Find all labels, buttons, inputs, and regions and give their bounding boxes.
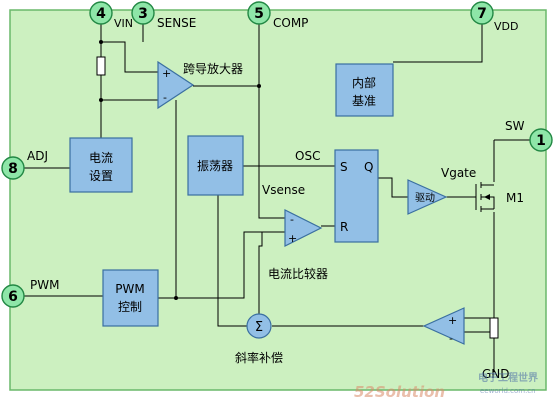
pin-8-number: 8: [8, 161, 18, 177]
transconductance-amplifier: + -: [157, 60, 195, 110]
pin-1: [529, 128, 553, 152]
pin-6: [1, 284, 25, 308]
current-comparator-label: 电流比较器: [268, 266, 328, 281]
svg-text:-: -: [449, 332, 453, 345]
internal-reference-label-1: 内部: [352, 75, 376, 90]
current-sense-amplifier: + -: [422, 307, 465, 345]
pwm-control-label-1: PWM: [115, 282, 144, 296]
pin-1-label: SW: [505, 119, 525, 133]
mosfet-label: M1: [506, 191, 524, 205]
pin-3: [131, 1, 155, 25]
vgate-label: Vgate: [441, 166, 476, 180]
pin-3-number: 3: [138, 6, 148, 22]
current-setting-label-2: 设置: [89, 169, 113, 183]
pin-5: [247, 1, 271, 25]
sense-resistor-gnd: [489, 317, 499, 339]
current-comparator: - +: [284, 209, 323, 247]
sense-resistor-vin: [96, 56, 106, 76]
driver-label: 驱动: [415, 192, 435, 204]
summing-node: [246, 313, 272, 339]
vsense-label: Vsense: [262, 183, 305, 197]
svg-text:+: +: [448, 314, 457, 327]
svg-text:-: -: [290, 213, 294, 226]
current-setting-label-1: 电流: [89, 151, 113, 165]
oscillator-block: [187, 135, 244, 196]
latch-s-label: S: [340, 160, 348, 174]
pin-7-label: VDD: [494, 20, 518, 33]
watermark-site-cn: 电子工程世界: [478, 371, 538, 384]
sr-latch-block: [334, 149, 379, 243]
driver-buffer: [407, 179, 448, 215]
pwm-control-block: [102, 269, 159, 327]
pin-4-number: 4: [96, 6, 106, 22]
current-setting-block: [69, 137, 133, 193]
watermark-site-en: eeworld.com.cn: [480, 387, 536, 395]
summer-symbol: Σ: [255, 320, 263, 335]
svg-text:-: -: [163, 91, 167, 104]
oscillator-label: 振荡器: [197, 159, 233, 173]
pin-7-number: 7: [477, 6, 487, 22]
mosfet-m1: [470, 182, 495, 212]
pin-3-label: SENSE: [157, 16, 196, 30]
osc-label: OSC: [295, 149, 320, 163]
pin-6-number: 6: [8, 289, 18, 305]
pin-5-label: COMP: [273, 16, 308, 30]
pin-8: [1, 156, 25, 180]
pin-5-number: 5: [254, 6, 264, 22]
internal-reference-label-2: 基准: [352, 94, 376, 108]
latch-q-label: Q: [364, 160, 373, 174]
gnd-label: GND: [482, 367, 510, 381]
pin-8-label: ADJ: [27, 149, 48, 163]
slope-compensation-label: 斜率补偿: [235, 350, 283, 365]
svg-text:+: +: [162, 67, 171, 80]
watermark: 52Solution 电子工程世界 eeworld.com.cn: [354, 371, 538, 401]
internal-reference-block: [335, 63, 394, 117]
pin-7: [470, 1, 494, 25]
pin-1-number: 1: [536, 133, 546, 149]
transconductance-amp-label: 跨导放大器: [183, 61, 243, 76]
pin-4-label: VIN: [114, 17, 133, 30]
svg-text:+: +: [288, 232, 297, 245]
pin-6-label: PWM: [30, 278, 59, 292]
pin-4: [89, 1, 113, 25]
chip-outline: [9, 9, 547, 391]
watermark-brand: 52Solution: [354, 383, 445, 401]
pwm-control-label-2: 控制: [118, 300, 142, 314]
latch-r-label: R: [340, 220, 348, 234]
